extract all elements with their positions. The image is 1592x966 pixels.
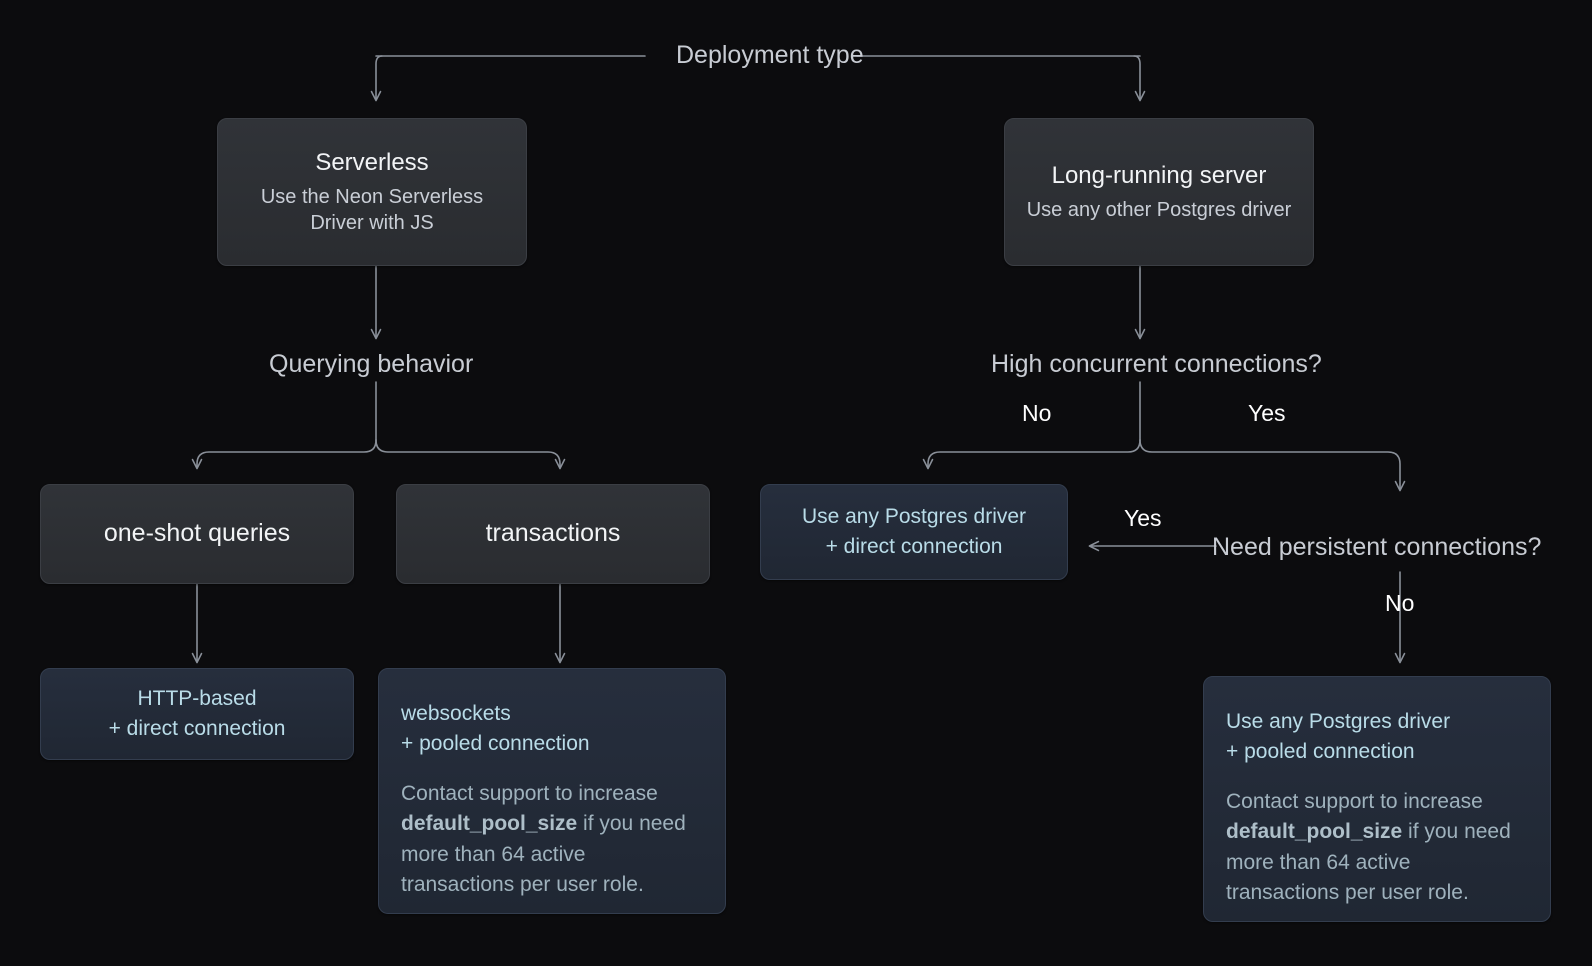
root-label-text: Deployment type <box>676 41 864 69</box>
wire-querying-to-oneshot <box>191 439 377 470</box>
node-driver-pooled-body-code: default_pool_size <box>1226 820 1403 844</box>
node-driver-pooled-connection[interactable]: Use any Postgres driver + pooled connect… <box>1203 676 1551 922</box>
node-driver-direct-connection[interactable]: Use any Postgres driver + direct connect… <box>760 484 1068 580</box>
node-serverless-title: Serverless <box>315 149 429 176</box>
node-transactions[interactable]: transactions <box>396 484 710 584</box>
node-one-shot-queries[interactable]: one-shot queries <box>40 484 354 584</box>
node-driver-pooled-line2: + pooled connection <box>1226 739 1415 763</box>
wire-querying-to-transactions <box>375 439 566 470</box>
wire-concurrent-no <box>922 439 1141 470</box>
node-long-running-subtitle: Use any other Postgres driver <box>1026 199 1292 221</box>
node-driver-direct-line1: Use any Postgres driver <box>801 505 1027 529</box>
node-driver-direct-line2: + direct connection <box>825 535 1003 558</box>
node-serverless-subtitle: Use the Neon Serverless Driver with JS <box>260 186 484 234</box>
edge-label-persistent-yes: Yes <box>1124 505 1162 531</box>
node-http-based-line1: HTTP-based <box>137 687 257 711</box>
decision-querying-behavior: Querying behavior <box>269 350 474 378</box>
node-transactions-title: transactions <box>485 519 621 548</box>
node-websockets[interactable]: websockets + pooled connection Contact s… <box>378 668 726 914</box>
decision-high-concurrent-connections: High concurrent connections? <box>991 350 1322 378</box>
edge-label-concurrent-yes: Yes <box>1248 400 1286 426</box>
node-long-running-title: Long-running server <box>1051 162 1267 189</box>
node-http-based[interactable]: HTTP-based + direct connection <box>40 668 354 760</box>
node-one-shot-queries-title: one-shot queries <box>103 519 291 548</box>
wire-root-to-serverless <box>370 55 383 102</box>
node-websockets-body: Contact support to increase default_pool… <box>379 779 725 901</box>
node-websockets-body-code: default_pool_size <box>401 812 578 836</box>
node-websockets-line1: websockets <box>401 702 511 725</box>
decision-need-persistent-connections: Need persistent connections? <box>1212 533 1542 561</box>
node-websockets-line2: + pooled connection <box>401 731 590 755</box>
node-long-running-server[interactable]: Long-running server Use any other Postgr… <box>1004 118 1314 266</box>
node-websockets-body-after: if you need more than 64 active transact… <box>401 812 686 896</box>
edge-label-concurrent-no: No <box>1022 400 1052 426</box>
edge-label-persistent-no: No <box>1385 590 1415 616</box>
root-label-deployment-type: Deployment type <box>676 41 864 70</box>
node-serverless[interactable]: Serverless Use the Neon Serverless Drive… <box>217 118 527 266</box>
node-driver-pooled-line1: Use any Postgres driver <box>1226 710 1451 733</box>
node-http-based-line2: + direct connection <box>108 717 286 740</box>
node-driver-pooled-body-before: Contact support to increase <box>1226 789 1483 813</box>
node-websockets-body-before: Contact support to increase <box>401 781 658 805</box>
wire-root-to-longrunning <box>1133 55 1146 102</box>
node-driver-pooled-body-after: if you need more than 64 active transact… <box>1226 820 1511 904</box>
node-driver-pooled-body: Contact support to increase default_pool… <box>1204 787 1550 909</box>
wire-concurrent-yes <box>1139 439 1406 492</box>
